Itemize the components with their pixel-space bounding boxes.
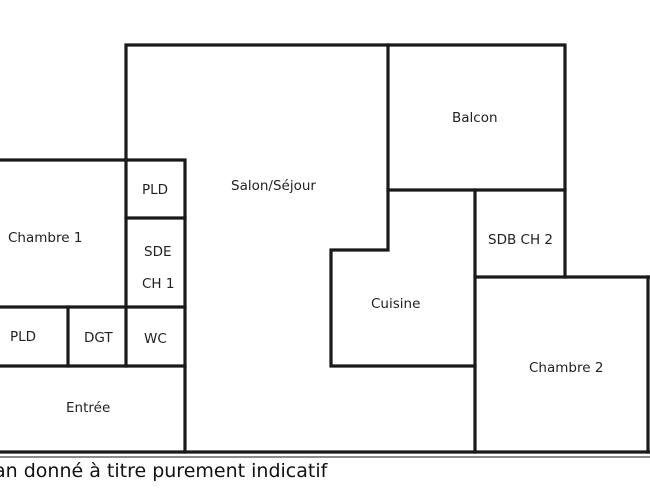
- room-label-sde-line2: CH 1: [142, 276, 174, 292]
- room-label-pld-bottom: PLD: [10, 329, 36, 345]
- wall-top-left-block: [0, 158, 187, 454]
- room-label-cuisine: Cuisine: [371, 296, 420, 312]
- room-label-pld-top: PLD: [142, 182, 168, 198]
- room-label-chambre-1: Chambre 1: [8, 230, 82, 246]
- room-labels: Salon/Séjour Balcon Chambre 1 PLD SDE CH…: [8, 110, 603, 416]
- room-label-sde-line1: SDE: [144, 244, 172, 260]
- plan-disclaimer-text: an donné à titre purement indicatif: [0, 460, 328, 482]
- room-label-sdb-ch2: SDB CH 2: [488, 232, 553, 248]
- room-label-dgt: DGT: [84, 330, 113, 346]
- room-label-entree: Entrée: [66, 400, 110, 416]
- room-label-chambre-2: Chambre 2: [529, 360, 603, 376]
- walls: [0, 43, 650, 454]
- room-label-balcon: Balcon: [452, 110, 498, 126]
- wall-outline-main: [124, 43, 650, 279]
- wall-balcon-left: [329, 43, 477, 368]
- room-label-wc: WC: [144, 331, 167, 347]
- plan-disclaimer: an donné à titre purement indicatif: [0, 456, 650, 489]
- room-label-salon: Salon/Séjour: [231, 178, 316, 194]
